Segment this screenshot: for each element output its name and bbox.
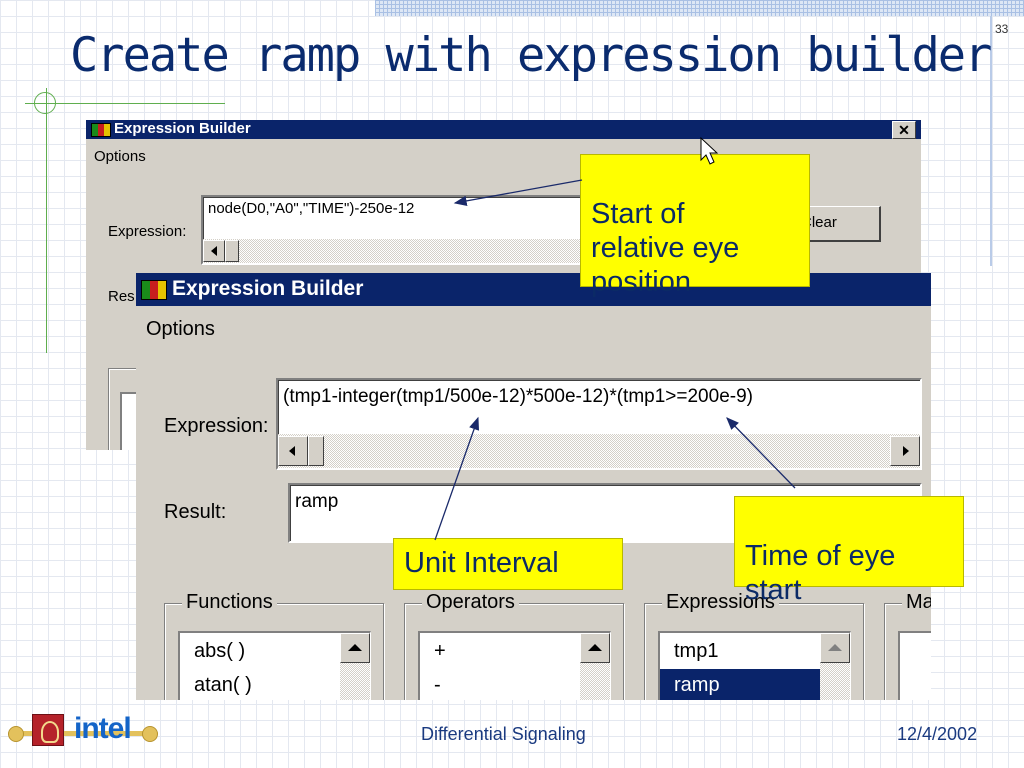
back-scroll-left-button[interactable] xyxy=(203,240,225,262)
right-decorative-rule xyxy=(990,16,992,266)
back-scroll-thumb[interactable] xyxy=(225,240,239,262)
title-decor-vertical-line xyxy=(46,88,47,353)
back-expression-field[interactable]: node(D0,"A0","TIME")-250e-12 xyxy=(201,195,595,265)
arrow-right-icon xyxy=(903,446,909,456)
front-scroll-thumb[interactable] xyxy=(308,436,324,466)
list-item-selected[interactable]: ramp xyxy=(660,669,820,700)
operators-group-label: Operators xyxy=(422,591,519,614)
back-menu-options[interactable]: Options xyxy=(94,148,146,165)
title-decor-line xyxy=(25,103,225,104)
front-result-text: ramp xyxy=(295,491,339,512)
front-expression-field[interactable]: (tmp1-integer(tmp1/500e-12)*500e-12)*(tm… xyxy=(276,378,922,470)
intel-logo: intel xyxy=(74,712,132,745)
functions-list[interactable]: abs( ) atan( ) xyxy=(178,631,371,700)
arrow-left-icon xyxy=(211,246,217,256)
fourth-list[interactable] xyxy=(898,631,931,700)
front-scroll-left-button[interactable] xyxy=(278,436,308,466)
callout-start-of-eye-text: Start of relative eye position xyxy=(591,198,740,298)
top-decorative-band xyxy=(375,0,1024,16)
footer-title: Differential Signaling xyxy=(421,724,586,744)
expressions-group-label: Expressions xyxy=(662,591,779,614)
expressions-scrollbar[interactable] xyxy=(820,633,850,700)
slide-number: 33 xyxy=(995,22,1009,36)
arrow-up-icon xyxy=(348,644,362,651)
front-expression-builder-window: Expression Builder Options Expression: (… xyxy=(136,273,931,700)
app-icon xyxy=(91,123,111,137)
callout-time-of-eye-text: Time of eye start xyxy=(745,540,896,606)
app-icon xyxy=(141,280,167,300)
slide-title: Create ramp with expression builder xyxy=(70,28,992,83)
callout-unit-interval-text: Unit Interval xyxy=(404,547,559,579)
functions-scrollbar[interactable] xyxy=(340,633,370,700)
fourth-group-label: Ma xyxy=(902,591,931,614)
front-scroll-right-button[interactable] xyxy=(890,436,920,466)
logo-ball-right xyxy=(142,726,158,742)
expressions-scroll-up-button[interactable] xyxy=(820,633,850,663)
list-item[interactable]: abs( ) xyxy=(194,640,246,662)
callout-start-of-eye: Start of relative eye position xyxy=(580,154,810,298)
arrow-left-icon xyxy=(289,446,295,456)
back-result-label: Res xyxy=(108,288,135,305)
list-item[interactable]: atan( ) xyxy=(194,674,252,696)
back-expression-scrollbar[interactable] xyxy=(203,239,593,263)
list-item[interactable]: + xyxy=(434,640,446,662)
callout-time-of-eye: Time of eye start xyxy=(734,496,964,606)
front-expression-text: (tmp1-integer(tmp1/500e-12)*500e-12)*(tm… xyxy=(283,386,753,407)
back-window-title: Expression Builder xyxy=(114,120,251,137)
list-item[interactable]: tmp1 xyxy=(674,640,719,662)
front-result-label: Result: xyxy=(164,501,227,523)
back-window-titlebar[interactable]: Expression Builder ✕ xyxy=(86,120,921,139)
back-close-button[interactable]: ✕ xyxy=(892,121,916,139)
logo-bar xyxy=(8,731,158,736)
operators-scroll-up-button[interactable] xyxy=(580,633,610,663)
arrow-up-icon xyxy=(828,644,842,651)
seal-icon xyxy=(32,714,64,746)
title-decor-circle-icon xyxy=(34,92,56,114)
functions-group-label: Functions xyxy=(182,591,277,614)
functions-scroll-up-button[interactable] xyxy=(340,633,370,663)
list-item[interactable]: - xyxy=(434,674,441,696)
front-window-titlebar[interactable]: Expression Builder xyxy=(136,273,931,306)
footer-date: 12/4/2002 xyxy=(897,724,978,744)
operators-list[interactable]: + - xyxy=(418,631,611,700)
callout-unit-interval: Unit Interval xyxy=(393,538,623,590)
front-expression-scrollbar[interactable] xyxy=(278,434,920,468)
back-expression-label: Expression: xyxy=(108,223,187,240)
front-expression-label: Expression: xyxy=(164,415,269,437)
footer-logo: intel xyxy=(8,712,158,752)
close-icon: ✕ xyxy=(898,122,910,138)
arrow-up-icon xyxy=(588,644,602,651)
front-window-title: Expression Builder xyxy=(172,277,364,300)
front-menu-options[interactable]: Options xyxy=(146,318,215,340)
expressions-list[interactable]: tmp1 ramp xyxy=(658,631,851,700)
operators-scrollbar[interactable] xyxy=(580,633,610,700)
back-expression-text: node(D0,"A0","TIME")-250e-12 xyxy=(208,200,415,217)
logo-ball-left xyxy=(8,726,24,742)
